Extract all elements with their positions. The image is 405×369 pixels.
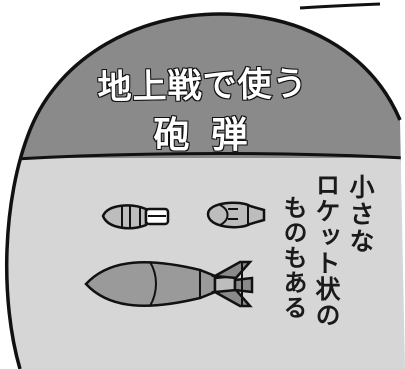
note-line-1: 小さな bbox=[346, 174, 375, 255]
note-line-2: ロケット状の bbox=[312, 172, 341, 328]
circle-outline bbox=[4, 12, 402, 369]
top-stroke bbox=[299, 2, 381, 10]
body-area bbox=[6, 158, 405, 369]
divider-line bbox=[6, 152, 405, 162]
mortar-shell-small-icon bbox=[101, 204, 170, 230]
rocket-shell-icon bbox=[206, 201, 266, 229]
note-line-3: ものもある bbox=[279, 195, 307, 320]
title-line-2: 砲弾 bbox=[153, 114, 270, 157]
title-line-1: 地上戦で使う bbox=[96, 63, 308, 108]
mortar-shell-large-icon bbox=[84, 260, 254, 308]
